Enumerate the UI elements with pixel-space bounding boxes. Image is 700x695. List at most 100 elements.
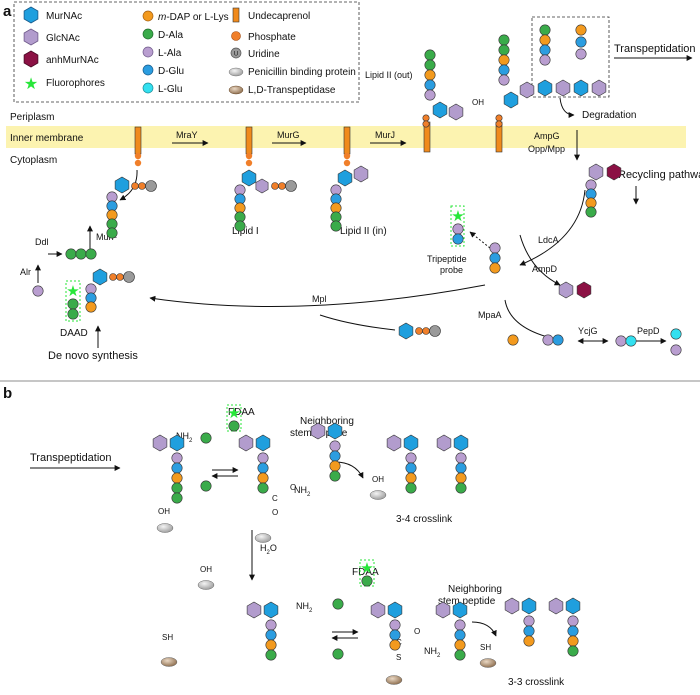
nh2-1: NH2 (176, 431, 193, 444)
residue-dap (454, 639, 466, 651)
ampd-label: AmpD (532, 264, 558, 274)
lipid-ii-in-label: Lipid II (in) (340, 226, 387, 237)
residue-d-ala (424, 59, 436, 71)
undecaprenol-bar (134, 126, 142, 155)
sugar-murnac (573, 79, 589, 97)
sugar-glcnac (555, 79, 571, 97)
nh2-2: NH2 (294, 485, 311, 498)
sugar-glcnac (448, 103, 464, 121)
pbp-enzyme (254, 533, 272, 543)
residue-dap (498, 54, 510, 66)
residue-l-ala (424, 89, 436, 101)
residue-phosphate (495, 114, 503, 122)
ldca-label: LdcA (538, 235, 559, 245)
fluorophore-star-icon: ★ (66, 283, 79, 300)
residue-d-ala (332, 648, 344, 660)
phosphate (245, 159, 253, 167)
legend-phosphate-icon (231, 31, 241, 41)
sugar-glcnac (246, 601, 262, 619)
legend-glcnac-icon (23, 28, 39, 46)
oh-pbp-3: OH (200, 565, 212, 574)
sugar-murnac (114, 176, 130, 194)
legend-fluorophores: Fluorophores (46, 78, 105, 89)
residue-d-glu (575, 36, 587, 48)
residue-d-ala (171, 482, 183, 494)
residue-uridine (123, 271, 135, 283)
sugar-glcnac (588, 163, 604, 181)
phosphate (343, 159, 351, 167)
residue-l-ala (265, 619, 277, 631)
residue-uridine (285, 180, 297, 192)
mpl-label: Mpl (312, 294, 327, 304)
legend-phosphate: Phosphate (248, 32, 296, 43)
residue-d-ala (539, 24, 551, 36)
legend-l-ala-icon (142, 46, 154, 58)
legend-ldt: L,D-Transpeptidase (248, 85, 336, 96)
residue-dap (507, 334, 519, 346)
neighbor-1-line1: Neighboring (300, 416, 354, 427)
sugar-murnac (337, 169, 353, 187)
residue-d-ala (329, 470, 341, 482)
residue-d-glu (171, 462, 183, 474)
residue-d-glu (452, 233, 464, 245)
pepd-label: PepD (637, 326, 660, 336)
residue-dap (171, 472, 183, 484)
legend-anhmurnac: anhMurNAc (46, 55, 99, 66)
mpl-arrow (149, 284, 486, 307)
residue-dap (389, 639, 401, 651)
residue-d-ala (106, 227, 118, 239)
residue-dap (575, 24, 587, 36)
molecule-shapes: ★★★★ (32, 24, 682, 685)
residue-l-ala (405, 452, 417, 464)
daad-box (65, 280, 81, 322)
residue-d-ala (228, 420, 240, 432)
undecaprenol-bar (343, 126, 351, 155)
sugar-glcnac (548, 597, 564, 615)
residue-dap (424, 69, 436, 81)
residue-d-glu (498, 64, 510, 76)
residue-phosphate (116, 273, 124, 281)
crosslink-33-label: 3-3 crosslink (508, 677, 565, 688)
residue-l-ala (670, 344, 682, 356)
nh2-4: NH2 (424, 646, 441, 659)
residue-dap (329, 460, 341, 472)
residue-phosphate (415, 327, 423, 335)
residue-d-ala (200, 480, 212, 492)
neighbor-2-line1: Neighboring (448, 584, 502, 595)
s-atom: S (396, 653, 401, 662)
residue-d-ala (171, 492, 183, 504)
crosslink-34-label: 3-4 crosslink (396, 514, 453, 525)
residue-d-glu (424, 79, 436, 91)
legend-dap-icon (142, 10, 154, 22)
residue-dap (489, 262, 501, 274)
residue-d-ala (424, 49, 436, 61)
fdaa-2-label: FDAA (352, 567, 379, 578)
sugar-murnac (403, 434, 419, 452)
murf-label: MurF (96, 232, 117, 242)
oh-pbp-2: OH (372, 475, 384, 484)
residue-l-ala (389, 619, 401, 631)
o-atom-3: O (414, 627, 420, 636)
residue-l-ala (567, 615, 579, 627)
residue-phosphate (278, 182, 286, 190)
sugar-glcnac (519, 81, 535, 99)
residue-phosphate (422, 120, 430, 128)
legend-d-glu-icon (142, 64, 154, 76)
fluorophore-star-icon: ★ (227, 405, 240, 422)
probe-label: probe (440, 265, 463, 275)
c-atom-1: C (272, 494, 278, 503)
residue-d-glu (455, 462, 467, 474)
residue-l-ala (257, 452, 269, 464)
residue-l-ala (489, 242, 501, 254)
legend-glcnac: GlcNAc (46, 33, 80, 44)
sugar-murnac (398, 322, 414, 340)
alr-label: Alr (20, 267, 31, 277)
sugar-glcnac (435, 601, 451, 619)
pbp-enzyme (369, 490, 387, 500)
residue-d-glu (523, 625, 535, 637)
panel-a-label: a (3, 3, 12, 20)
residue-dap (85, 301, 97, 313)
residue-d-glu (552, 334, 564, 346)
residue-d-ala (257, 482, 269, 494)
lipid-i-label: Lipid I (232, 226, 259, 237)
